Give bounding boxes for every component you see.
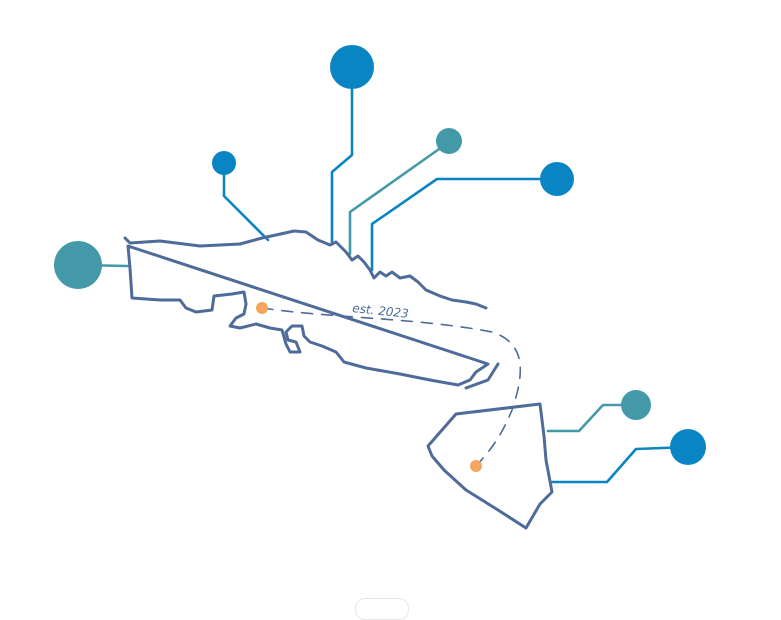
south-region-outline [426, 402, 554, 530]
bottom-handle[interactable] [355, 598, 409, 620]
main-region-outline [123, 229, 490, 387]
connector-lower-right-blue [550, 445, 690, 484]
connector-upper-left-blue [222, 162, 270, 242]
node-top-blue-large[interactable] [330, 45, 374, 89]
node-lower-right-teal[interactable] [621, 390, 651, 420]
established-label: est. 2023 [352, 301, 410, 321]
origin-marker [256, 302, 268, 314]
connector-lower-right-teal [546, 403, 638, 433]
node-upper-right-blue[interactable] [540, 162, 574, 196]
network-diagram: est. 2023 [54, 45, 706, 530]
destination-marker [470, 460, 482, 472]
connector-top-blue [330, 86, 354, 246]
main-region-east-edge [464, 362, 500, 390]
node-upper-teal-small[interactable] [436, 128, 462, 154]
node-lower-right-blue[interactable] [670, 429, 706, 465]
connector-lines [76, 86, 690, 484]
connector-upper-right-blue [370, 177, 559, 272]
node-upper-left-blue-small[interactable] [212, 151, 236, 175]
node-left-teal-large[interactable] [54, 241, 102, 289]
connector-upper-teal [348, 140, 451, 256]
route-path [261, 307, 522, 467]
